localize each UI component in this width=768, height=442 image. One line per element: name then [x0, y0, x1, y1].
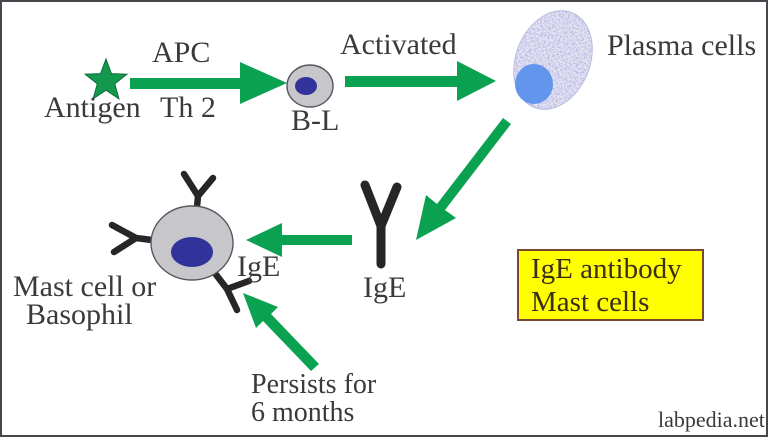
callout-line1: IgE antibody — [531, 253, 682, 285]
arrow-antigen-to-bcell — [130, 62, 287, 104]
label-ige-free: IgE — [363, 271, 407, 304]
arrow-plasma-to-ige — [416, 118, 511, 240]
label-antigen: Antigen — [44, 91, 141, 124]
ige-callout-box: IgE antibody Mast cells — [517, 249, 704, 321]
ige-antibody-shape — [360, 180, 402, 269]
callout-line2: Mast cells — [531, 286, 650, 318]
label-plasma-cells: Plasma cells — [607, 29, 757, 62]
label-ige-on-mast-cell: IgE — [237, 250, 281, 283]
b-cell-nucleus — [295, 77, 317, 95]
arrow-bcell-to-plasma — [345, 61, 496, 101]
label-persists-line2: 6 months — [251, 397, 355, 428]
label-mast-cell-line1: Mast cell or — [13, 270, 157, 303]
plasma-cell — [513, 10, 593, 110]
ige-receptor-left — [108, 221, 156, 256]
arrow-ige-to-mastcell — [246, 223, 352, 257]
label-apc: APC — [152, 36, 211, 69]
label-mast-cell-line2: Basophil — [26, 298, 133, 331]
antigen-star-icon — [83, 57, 129, 100]
plasma-cell-speckle-texture — [513, 10, 593, 110]
mast-cell — [108, 170, 253, 314]
label-activated: Activated — [340, 28, 457, 61]
ige-receptor-bottom-right — [210, 268, 253, 314]
label-th2: Th 2 — [160, 91, 216, 124]
mast-cell-nucleus — [171, 237, 213, 267]
b-lymphocyte-cell — [286, 64, 334, 108]
label-b-lymphocyte: B-L — [291, 104, 340, 137]
watermark: labpedia.net — [658, 407, 765, 432]
plasma-cell-nucleus — [515, 64, 553, 104]
label-persists-line1: Persists for — [251, 369, 377, 400]
arrow-persists-pointer — [243, 293, 319, 371]
